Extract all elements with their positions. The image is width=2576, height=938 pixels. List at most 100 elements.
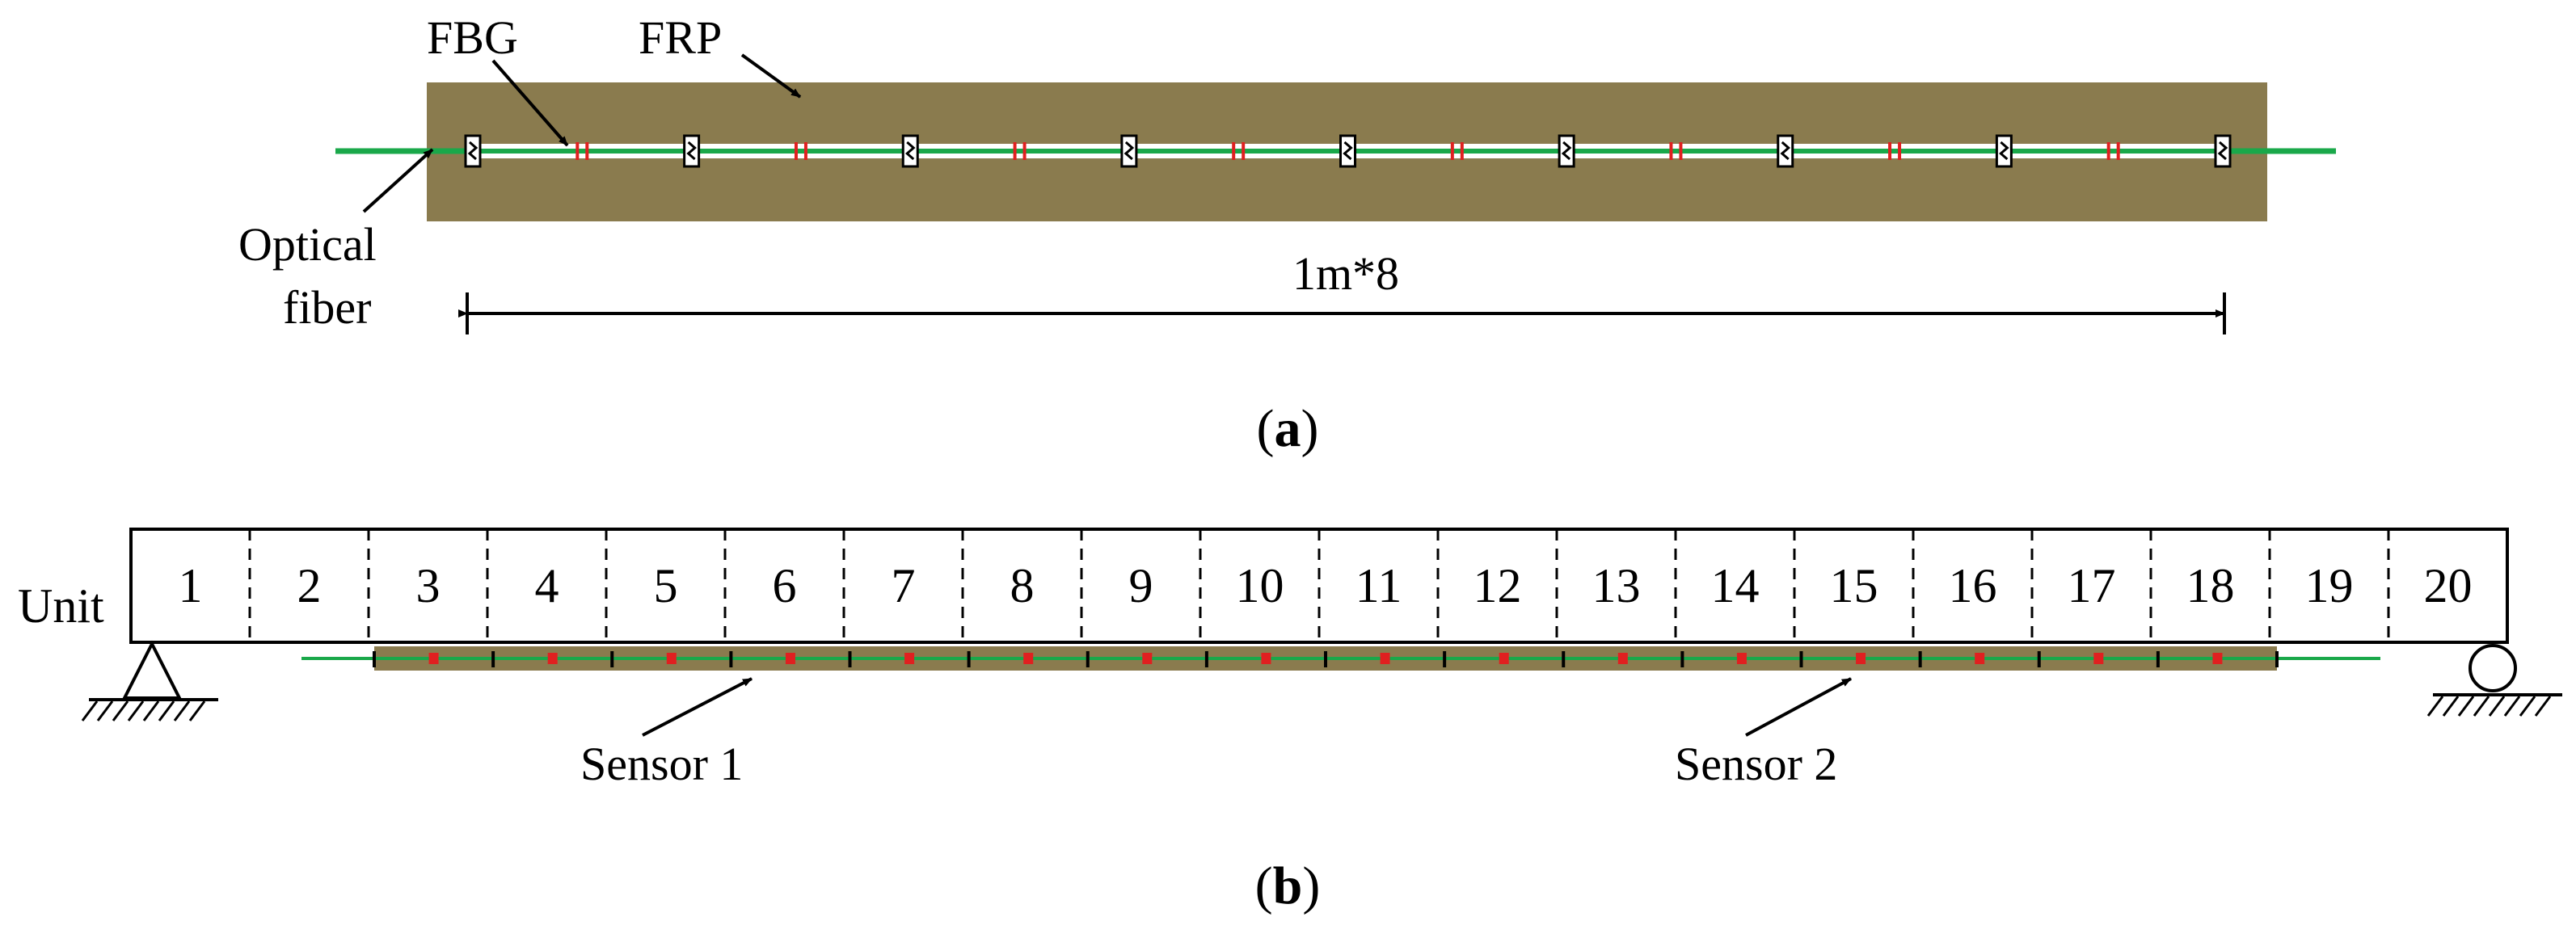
hatch-line (2442, 696, 2460, 717)
optical-fiber-label-line2: fiber (283, 281, 372, 334)
dimension-label: 1m*8 (1292, 247, 1399, 300)
hatch-line (112, 700, 129, 721)
sensor-fbg-mark (2093, 653, 2104, 664)
sensor-fbg-mark (1499, 653, 1509, 664)
panel-a: FBG FRP Optical fiber 1m*8 (a) (238, 11, 2336, 458)
anchor-clamp-mark (904, 141, 916, 161)
fbg-label: FBG (427, 11, 518, 64)
fbg-grating (1450, 142, 1464, 160)
unit-label: Unit (18, 579, 104, 633)
hatch-line (188, 700, 206, 721)
sensor-fbg-mark (904, 653, 915, 664)
anchor-clamp (1777, 134, 1794, 168)
anchor-clamp (2214, 134, 2232, 168)
frp-arrow-icon (740, 53, 802, 99)
unit-number: 19 (2305, 559, 2354, 612)
anchor-clamp (901, 134, 919, 168)
sensor-2-label: Sensor 2 (1675, 738, 1837, 790)
anchor-clamp (1995, 134, 2013, 168)
unit-number: 4 (535, 559, 559, 612)
sensor-marks-group (373, 651, 2279, 667)
anchor-clamp (1339, 134, 1356, 168)
hatch-line (127, 700, 145, 721)
frp-label: FRP (639, 11, 722, 64)
unit-number: 3 (416, 559, 441, 612)
unit-number: 20 (2424, 559, 2473, 612)
sensor-fbg-mark (428, 653, 439, 664)
pin-support-icon (81, 640, 218, 721)
sensor-2-arrow-icon (1745, 677, 1852, 737)
anchor-clamp-mark (2217, 141, 2228, 161)
hatch-line (142, 700, 160, 721)
unit-number: 9 (1129, 559, 1153, 612)
unit-number: 14 (1711, 559, 1760, 612)
fbg-group (575, 142, 2120, 160)
sensor-fbg-mark (1856, 653, 1866, 664)
fbg-arrow-icon (491, 59, 569, 147)
anchor-clamp (1120, 134, 1138, 168)
unit-number: 2 (297, 559, 322, 612)
unit-number: 1 (179, 559, 203, 612)
anchor-clamp-mark (1124, 141, 1135, 161)
roller-support-icon (2426, 644, 2562, 717)
unit-number: 18 (2186, 559, 2235, 612)
unit-number: 11 (1355, 559, 1402, 612)
unit-number: 13 (1592, 559, 1641, 612)
sensor-fbg-mark (547, 653, 558, 664)
sensor-fbg-mark (1261, 653, 1271, 664)
hatch-line (2426, 696, 2444, 717)
unit-number: 8 (1010, 559, 1035, 612)
anchor-clamp-mark (1999, 141, 2009, 161)
caption-b: (b) (1255, 856, 1321, 915)
beam (129, 528, 2509, 644)
sensor-1-arrow-icon (642, 677, 753, 737)
unit-number: 5 (654, 559, 678, 612)
fbg-grating (1013, 142, 1027, 160)
sensor-fbg-mark (785, 653, 795, 664)
unit-number: 12 (1474, 559, 1522, 612)
unit-number: 16 (1949, 559, 1997, 612)
sensor-1-label: Sensor 1 (580, 738, 743, 790)
fbg-grating (2106, 142, 2120, 160)
anchor-clamp-mark (1780, 141, 1791, 161)
fbg-grating (1669, 142, 1683, 160)
sensor-fbg-mark (1736, 653, 1747, 664)
hatch-line (96, 700, 114, 721)
fbg-grating (1888, 142, 1902, 160)
hatch-line (81, 700, 99, 721)
hatch-line (2534, 696, 2552, 717)
sensor-fbg-mark (2212, 653, 2223, 664)
anchor-clamp (1558, 134, 1575, 168)
anchor-clamp-mark (467, 141, 479, 161)
unit-number: 10 (1236, 559, 1284, 612)
anchor-clamp (464, 134, 482, 168)
fbg-grating (794, 142, 807, 160)
hatch-line (2519, 696, 2536, 717)
sensor-fbg-mark (666, 653, 677, 664)
hatch-line (2473, 696, 2490, 717)
unit-number: 7 (892, 559, 916, 612)
sensor-fbg-mark (1023, 653, 1034, 664)
optical-fiber-label-line1: Optical (238, 218, 377, 271)
anchor-clamp (683, 134, 701, 168)
anchor-group (464, 134, 2232, 168)
hatch-line (2457, 696, 2475, 717)
fbg-grating (1232, 142, 1246, 160)
caption-a: (a) (1257, 399, 1319, 458)
anchor-clamp-mark (686, 141, 697, 161)
sensor-fbg-mark (1617, 653, 1628, 664)
sensor-fbg-mark (1975, 653, 1985, 664)
unit-number: 6 (773, 559, 797, 612)
hatch-line (158, 700, 175, 721)
sensor-fbg-mark (1380, 653, 1390, 664)
unit-number: 15 (1830, 559, 1878, 612)
hatch-line (173, 700, 191, 721)
hatch-line (2488, 696, 2506, 717)
anchor-clamp-mark (1561, 141, 1572, 161)
hatch-line (2503, 696, 2521, 717)
anchor-clamp-mark (1343, 141, 1353, 161)
fbg-grating (575, 142, 589, 160)
